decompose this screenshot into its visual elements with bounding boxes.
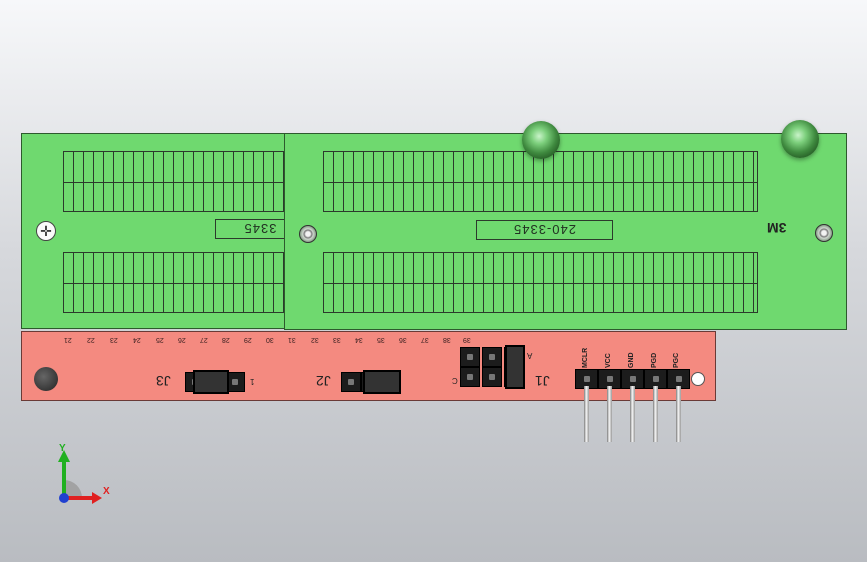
pin-number-37: 37: [421, 336, 429, 343]
zif-right-lower-contacts: [323, 252, 758, 313]
zif-socket-left: 3345 ✛: [21, 133, 305, 329]
j3-jumper[interactable]: [193, 370, 229, 394]
j2-pin[interactable]: [341, 372, 361, 392]
j1-pin[interactable]: [482, 367, 502, 387]
j2-ref-label: J2: [316, 373, 331, 389]
zif-left-upper-contacts: [63, 151, 287, 212]
j3-pin1-mark: 1: [250, 377, 255, 386]
pin-number-24: 24: [133, 336, 141, 343]
zif-socket-right: 240-3345 3M: [284, 133, 847, 330]
pin-number-39: 39: [463, 336, 471, 343]
prog-label-vcc: VCC: [605, 353, 612, 368]
icsp-leg: [607, 386, 612, 442]
zif-lever-knob-right[interactable]: [781, 120, 819, 158]
icsp-leg: [676, 386, 681, 442]
mount-screw-icon: ✛: [36, 221, 56, 241]
pcb-right-hole: [691, 372, 705, 386]
j2-jumper[interactable]: [363, 370, 401, 394]
triad-y-label: Y: [59, 443, 66, 454]
zif-lever-knob-left[interactable]: [522, 121, 560, 159]
prog-label-pgd: PGD: [651, 352, 658, 368]
pin-number-36: 36: [399, 336, 407, 343]
j1-left-mark: C: [452, 376, 458, 385]
pin-number-23: 23: [110, 336, 118, 343]
prog-label-gnd: GND: [628, 352, 635, 368]
j1-pin[interactable]: [482, 347, 502, 367]
icsp-header[interactable]: [575, 369, 690, 389]
prog-label-mclr: MCLR: [582, 347, 589, 368]
j1-pin[interactable]: [460, 367, 480, 387]
prog-label-pgc: PGC: [673, 352, 680, 368]
zif-left-lower-contacts: [63, 252, 287, 313]
zif-right-hole-left: [299, 225, 317, 243]
zif-right-hole-right: [815, 224, 833, 242]
icsp-leg: [584, 386, 589, 442]
zif-brand-label: 3M: [767, 220, 787, 236]
pin-number-26: 26: [178, 336, 186, 343]
j1-ref-label: J1: [535, 373, 550, 389]
pin-number-30: 30: [266, 336, 274, 343]
pin-number-31: 31: [288, 336, 296, 343]
pin-number-35: 35: [377, 336, 385, 343]
pin-number-25: 25: [156, 336, 164, 343]
coordinate-triad-icon: [58, 450, 102, 504]
pin-number-38: 38: [443, 336, 451, 343]
triad-x-label: X: [103, 486, 110, 497]
pin-number-21: 21: [64, 336, 72, 343]
pin-number-32: 32: [311, 336, 319, 343]
pin-number-29: 29: [244, 336, 252, 343]
j3-ref-label: J3: [156, 373, 171, 389]
pin-number-28: 28: [222, 336, 230, 343]
pin-number-22: 22: [87, 336, 95, 343]
pin-number-34: 34: [355, 336, 363, 343]
zif-right-part-label: 240-3345: [476, 220, 613, 240]
j1-right-mark: A: [527, 351, 533, 360]
zif-right-upper-contacts: [323, 151, 758, 212]
adapter-pcb: 21 22 23 24 25 26 27 28 29 30 31 32 33 3…: [21, 331, 716, 401]
pcb-mount-hole: [34, 367, 58, 391]
j1-jumper[interactable]: [505, 345, 525, 389]
pin-number-33: 33: [333, 336, 341, 343]
icsp-leg: [653, 386, 658, 442]
icsp-leg: [630, 386, 635, 442]
pin-number-27: 27: [200, 336, 208, 343]
j1-pin[interactable]: [460, 347, 480, 367]
